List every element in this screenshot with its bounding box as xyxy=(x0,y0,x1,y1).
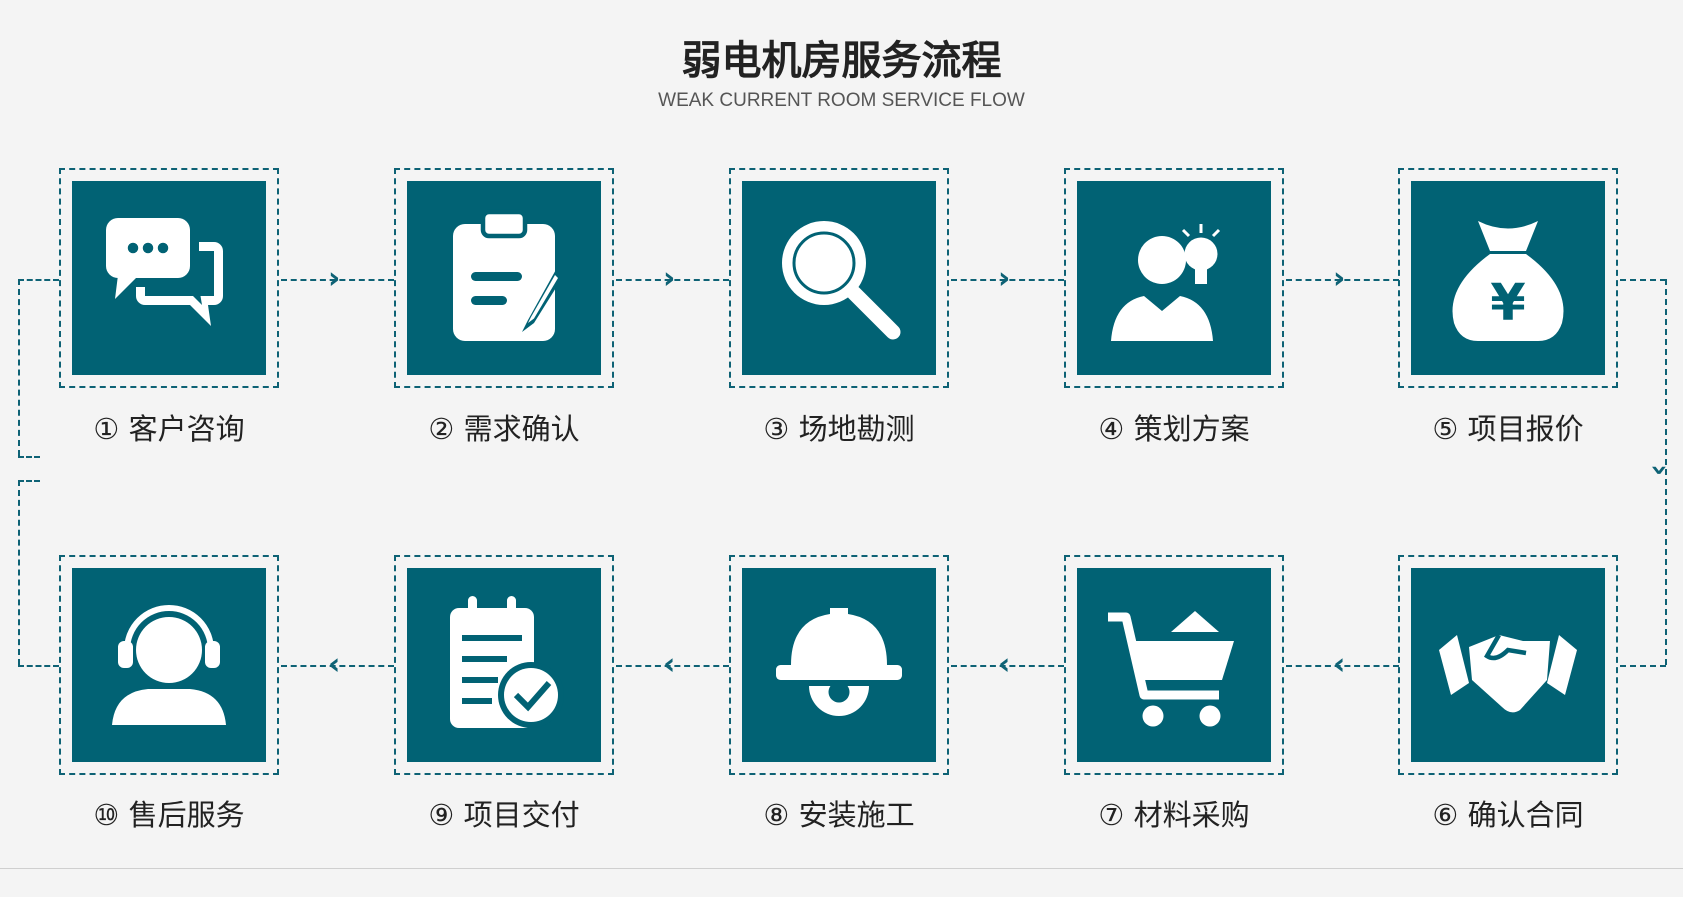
step-2-card xyxy=(394,168,614,388)
step-6-label: ⑥ 确认合同 xyxy=(1432,798,1584,832)
arrow-right-icon: › xyxy=(663,261,676,296)
hard-hat-gear-icon xyxy=(776,608,902,716)
connector xyxy=(616,665,729,667)
chat-bubbles-icon xyxy=(106,218,223,326)
arrow-left-icon: ‹ xyxy=(328,647,341,682)
arrow-right-icon: › xyxy=(998,261,1011,296)
connector xyxy=(18,480,40,482)
connector xyxy=(1665,279,1667,665)
connector xyxy=(1620,279,1666,281)
step-3-card xyxy=(729,168,949,388)
step-5-label: ⑤ 项目报价 xyxy=(1432,412,1584,446)
connector xyxy=(1620,665,1666,667)
step-4-card xyxy=(1064,168,1284,388)
arrow-right-icon: › xyxy=(328,261,341,296)
money-bag-yen-icon: ¥ xyxy=(1452,221,1564,341)
connector xyxy=(1286,665,1399,667)
connector xyxy=(1286,279,1399,281)
step-8-label: ⑧ 安装施工 xyxy=(763,798,915,832)
step-10-card xyxy=(59,555,279,775)
connector xyxy=(281,665,394,667)
connector xyxy=(18,480,20,665)
connector xyxy=(616,279,729,281)
step-9-label: ⑨ 项目交付 xyxy=(428,798,580,832)
connector xyxy=(951,279,1064,281)
step-6-card xyxy=(1398,555,1618,775)
divider xyxy=(0,868,1683,869)
yen-symbol: ¥ xyxy=(1490,274,1526,333)
step-7-card xyxy=(1064,555,1284,775)
magnifier-icon xyxy=(782,221,901,340)
step-8-card xyxy=(729,555,949,775)
connector xyxy=(18,665,59,667)
step-5-card: ¥ xyxy=(1398,168,1618,388)
clipboard-pen-icon xyxy=(453,209,564,341)
step-1-card xyxy=(59,168,279,388)
arrow-right-icon: › xyxy=(1333,261,1346,296)
connector xyxy=(951,665,1064,667)
arrow-down-icon: › xyxy=(1642,463,1678,477)
step-7-label: ⑦ 材料采购 xyxy=(1098,798,1250,832)
handshake-icon xyxy=(1439,633,1577,713)
arrow-left-icon: ‹ xyxy=(663,647,676,682)
arrow-left-icon: ‹ xyxy=(998,647,1011,682)
arrow-left-icon: ‹ xyxy=(1333,647,1346,682)
connector xyxy=(18,456,40,458)
shopping-cart-icon xyxy=(1108,611,1234,727)
step-9-card xyxy=(394,555,614,775)
person-lightbulb-icon xyxy=(1111,224,1221,341)
page-title: 弱电机房服务流程 xyxy=(681,38,1002,84)
step-3-label: ③ 场地勘测 xyxy=(763,412,915,446)
headset-user-icon xyxy=(112,605,226,725)
step-4-label: ④ 策划方案 xyxy=(1098,412,1250,446)
connector xyxy=(281,279,394,281)
page-subtitle: WEAK CURRENT ROOM SERVICE FLOW xyxy=(658,90,1025,111)
connector xyxy=(18,279,20,456)
step-10-label: ⑩ 售后服务 xyxy=(93,798,245,832)
connector xyxy=(18,279,59,281)
step-1-label: ① 客户咨询 xyxy=(93,412,245,446)
checklist-done-icon xyxy=(450,596,564,728)
step-2-label: ② 需求确认 xyxy=(428,412,580,446)
